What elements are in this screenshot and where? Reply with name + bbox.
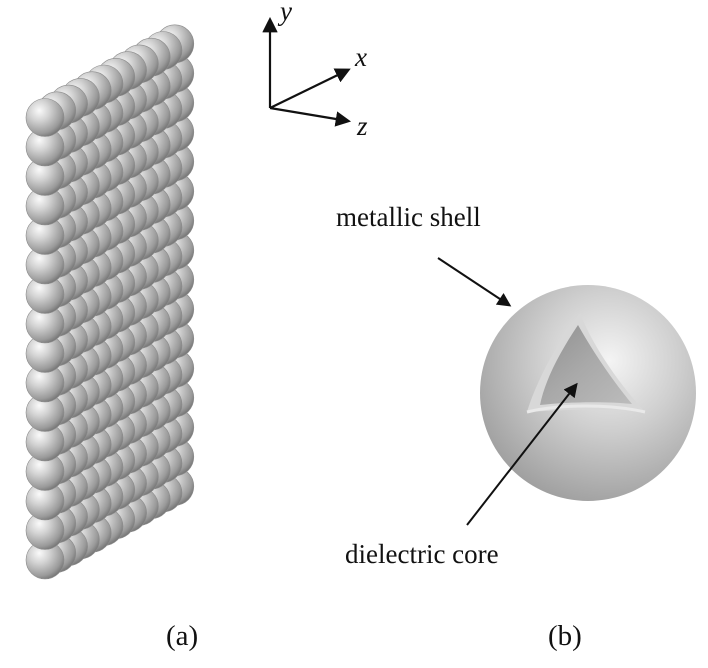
array-sphere: [25, 98, 65, 137]
z-axis-arrow: [269, 106, 352, 127]
metallic-shell-pointer: [437, 257, 512, 307]
sphere-array: [25, 24, 195, 580]
shell-inner-edge: [526, 404, 646, 414]
callouts: metallic shell dielectric core: [336, 202, 578, 569]
coordinate-axes: y x z: [262, 0, 368, 141]
core-shell-particle: [480, 285, 696, 501]
metallic-shell-label: metallic shell: [336, 202, 481, 232]
z-axis-label: z: [356, 111, 368, 141]
y-axis-label: y: [277, 0, 292, 26]
x-axis-arrow: [269, 68, 351, 109]
panel-a-label: (a): [166, 620, 198, 652]
x-axis-label: x: [354, 42, 367, 72]
dielectric-core-label: dielectric core: [345, 539, 499, 569]
panel-b-label: (b): [548, 620, 582, 652]
dielectric-core-cutaway: [540, 325, 632, 405]
dielectric-core-pointer: [466, 382, 578, 526]
